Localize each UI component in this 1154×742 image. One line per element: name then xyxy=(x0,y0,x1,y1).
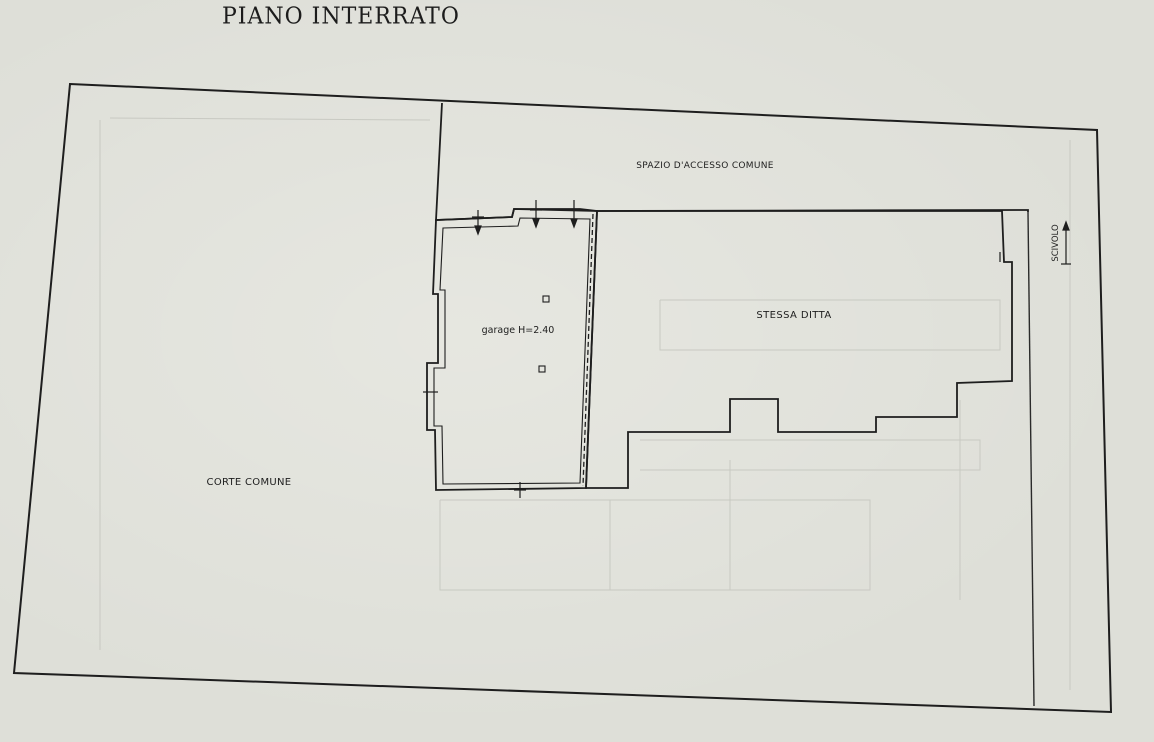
label-same-company: STESSA DITTA xyxy=(756,310,831,321)
background-ghost-lines xyxy=(99,117,1071,690)
garage-dashed-wall xyxy=(582,213,594,487)
lot-boundary xyxy=(12,82,1113,714)
ramp-arrow-icon xyxy=(1061,220,1071,265)
label-ramp: SCIVOLO xyxy=(1051,224,1061,262)
entrance-arrows xyxy=(472,200,580,236)
label-shared-access: SPAZIO D'ACCESSO COMUNE xyxy=(636,161,774,171)
side-strip-line xyxy=(1027,211,1035,707)
label-shared-courtyard: CORTE COMUNE xyxy=(207,477,292,488)
label-garage: garage H=2.40 xyxy=(482,325,555,336)
garage-outer-wall xyxy=(426,208,598,491)
same-company-unit-outline xyxy=(585,210,1013,489)
garage-column-upper xyxy=(542,295,550,303)
wall-ticks xyxy=(423,252,1001,498)
garage-column-lower xyxy=(538,365,546,373)
drawing-title: PIANO INTERRATO xyxy=(222,3,460,30)
garage-inner-wall xyxy=(433,217,591,485)
